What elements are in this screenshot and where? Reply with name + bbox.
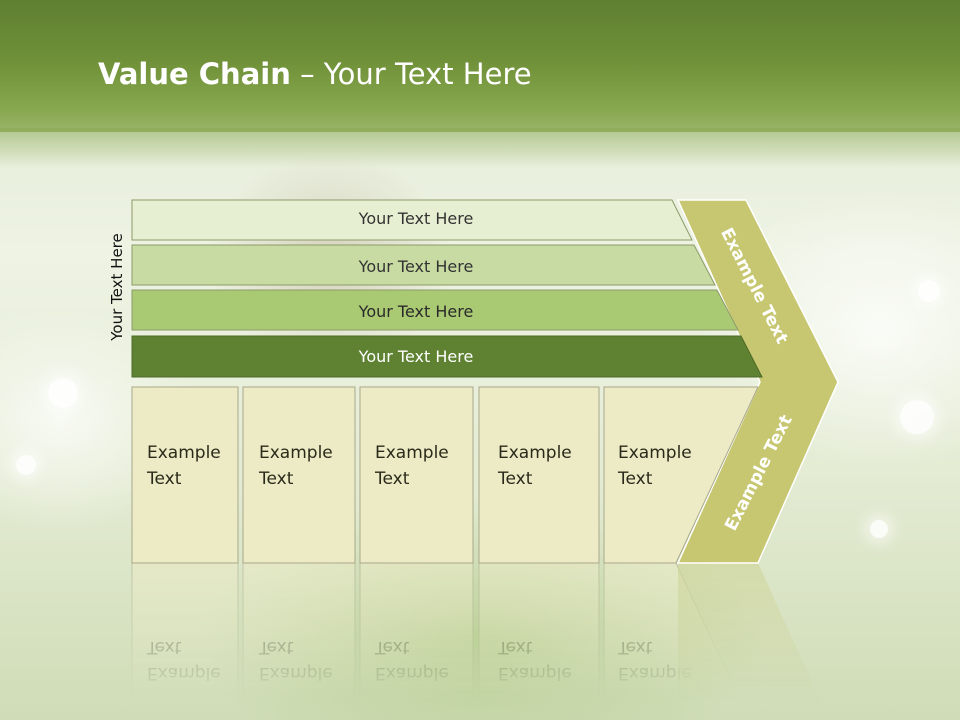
flower-decoration: [16, 455, 36, 475]
cell-1-line1: Example: [147, 443, 221, 463]
activity-cell-3: [359, 386, 474, 564]
activity-cells: Example Text Example Text Example Text E…: [131, 386, 759, 564]
cell-5-line2: Text: [617, 469, 653, 489]
page-title: Value Chain – Your Text Here: [98, 54, 532, 94]
flower-decoration: [918, 280, 940, 302]
bar-shape-2: [131, 244, 716, 286]
cell-3-line1: Example: [375, 443, 449, 463]
header-fade: [0, 128, 960, 168]
cell-4-line1: Example: [498, 443, 572, 463]
bar-shape-3: [131, 289, 739, 331]
activity-cell-1: [131, 386, 239, 564]
reflection-activity-cell-1: [131, 562, 239, 720]
cell-2-line2: Text: [258, 469, 294, 489]
bar-label-2: Your Text Here: [358, 257, 474, 276]
activity-cell-2: [242, 386, 356, 564]
title-bold: Value Chain: [98, 57, 291, 91]
header-band: [0, 0, 960, 132]
cell-4-line2: Text: [497, 469, 533, 489]
bar-shape-4: [131, 335, 763, 378]
reflection-text: Text: [258, 637, 294, 657]
layer-bars: Your Text Here Your Text Here Your Text …: [131, 199, 763, 378]
reflection-text: Example: [259, 663, 333, 683]
reflection-text: Text: [146, 637, 182, 657]
cell-1-line2: Text: [146, 469, 182, 489]
flower-decoration: [900, 400, 934, 434]
reflection-text: Text: [497, 637, 533, 657]
value-chain-arrow: [676, 199, 839, 564]
title-rest: – Your Text Here: [290, 57, 532, 91]
cell-3-line2: Text: [374, 469, 410, 489]
reflection-activity-cell-2: [242, 562, 356, 720]
reflection-text: Example: [375, 663, 449, 683]
reflection-activity-cell-4: [478, 562, 600, 720]
bar-label-3: Your Text Here: [358, 302, 474, 321]
activity-cell-4: [478, 386, 600, 564]
flower-decoration: [870, 520, 888, 538]
cell-2-line1: Example: [259, 443, 333, 463]
flower-decoration: [48, 378, 78, 408]
reflection-text: Example: [147, 663, 221, 683]
reflection-text: Example: [618, 663, 692, 683]
bar-label-1: Your Text Here: [358, 209, 474, 228]
reflection-text: Text: [374, 637, 410, 657]
bar-shape-1: [131, 199, 693, 241]
reflection-text: Text: [617, 637, 653, 657]
cell-5-line1: Example: [618, 443, 692, 463]
bar-label-4: Your Text Here: [358, 347, 474, 366]
reflection-text: Example: [498, 663, 572, 683]
activity-cell-5: [603, 386, 759, 564]
